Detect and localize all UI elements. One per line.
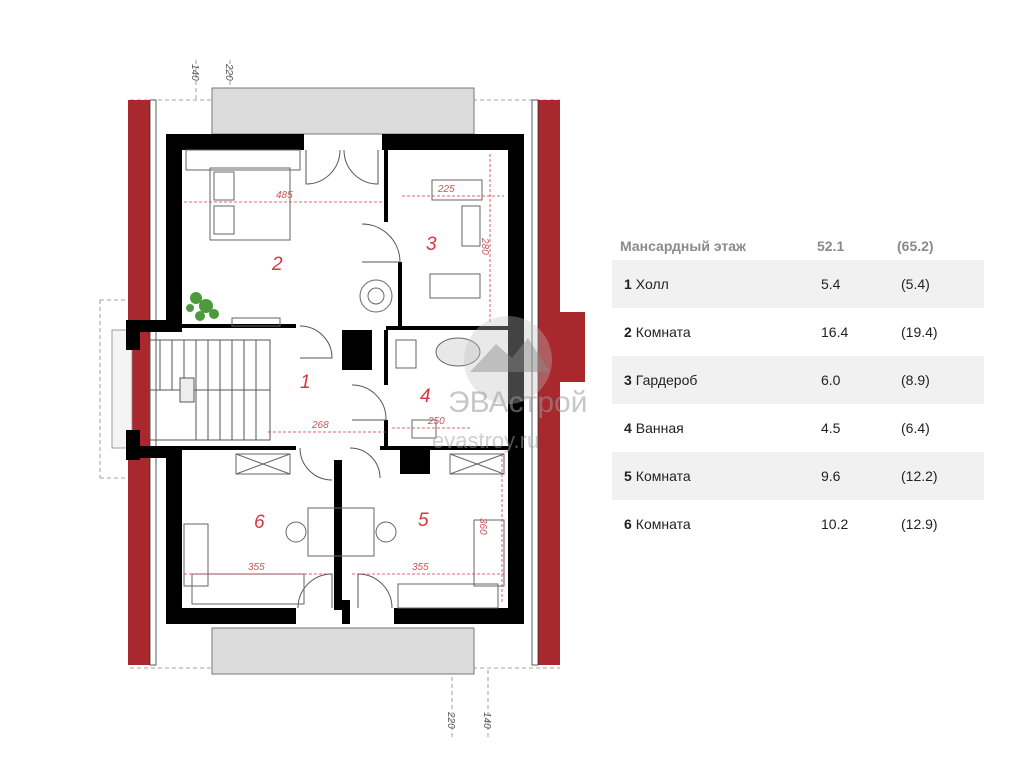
floor-plan: 140 220 220 140 485 225 280 268 250 355 … <box>99 60 587 740</box>
staircase <box>149 339 271 441</box>
room-area-gross: (5.4) <box>889 260 984 308</box>
room-area-gross: (19.4) <box>901 324 938 340</box>
stair-landing <box>111 329 133 449</box>
dim-room3-height: 280 <box>479 237 490 255</box>
room-num: 6 <box>624 516 632 532</box>
dim-room2-width: 485 <box>276 190 293 201</box>
dim-hall-width: 268 <box>311 420 329 431</box>
room-number-1: 1 <box>300 372 311 393</box>
room-area: 10.2 <box>821 516 849 532</box>
furniture <box>183 149 505 609</box>
roof-right-dormer <box>555 312 585 382</box>
dim-top-220: 220 <box>223 63 234 81</box>
watermark: ЭВАстрой evastroy.ru <box>432 316 587 453</box>
room-number-6: 6 <box>254 512 265 533</box>
room-name: Холл <box>635 276 669 292</box>
roof-right <box>538 100 560 665</box>
room-name: Комната <box>635 468 691 484</box>
watermark-brand: ЭВАстрой <box>448 386 587 419</box>
room-name: Комната <box>635 516 691 532</box>
room-number-3: 3 <box>426 234 437 255</box>
room-number-4: 4 <box>420 386 431 407</box>
room-num: 1 <box>624 276 632 292</box>
watermark-site: evastroy.ru <box>432 428 539 453</box>
roof-left <box>128 100 150 665</box>
room-area: 5.4 <box>809 260 889 308</box>
room-num: 2 <box>624 324 632 340</box>
room-area: 4.5 <box>821 420 841 436</box>
dim-top-140: 140 <box>189 64 200 81</box>
guide-lines <box>99 60 560 740</box>
walls <box>126 134 524 624</box>
plant-icon <box>186 292 219 321</box>
room-area: 6.0 <box>809 356 889 404</box>
dim-room3-width: 225 <box>437 184 455 195</box>
dim-bottom-140: 140 <box>481 712 492 729</box>
dim-room5-width: 355 <box>412 562 429 573</box>
room-number-5: 5 <box>418 510 429 531</box>
dim-bath-width: 250 <box>427 416 445 427</box>
legend-title: Мансардный этаж <box>620 238 746 254</box>
balcony-bottom <box>211 627 475 675</box>
room-number-2: 2 <box>271 254 283 275</box>
room-area: 9.6 <box>809 452 889 500</box>
dimension-lines <box>184 154 504 604</box>
room-area: 16.4 <box>821 324 849 340</box>
dim-room6-width: 355 <box>248 562 265 573</box>
room-num: 3 <box>624 372 632 388</box>
legend-total-area-gross: (65.2) <box>897 238 934 254</box>
room-name: Ванная <box>635 420 684 436</box>
room-num: 5 <box>624 468 632 484</box>
dim-room5-height: 360 <box>477 518 488 535</box>
room-area-gross: (6.4) <box>901 420 930 436</box>
room-name: Гардероб <box>635 372 698 388</box>
room-area-gross: (12.9) <box>901 516 938 532</box>
room-area-gross: (8.9) <box>889 356 984 404</box>
floor-area <box>166 136 524 624</box>
legend-header: Мансардный этаж 52.1 (65.2) <box>612 232 984 260</box>
legend-total-area: 52.1 <box>817 238 845 254</box>
room-name: Комната <box>635 324 691 340</box>
dim-bottom-220: 220 <box>445 711 456 729</box>
watermark-logo-icon <box>464 316 552 404</box>
room-num: 4 <box>624 420 632 436</box>
balcony-top <box>211 87 475 135</box>
room-area-gross: (12.2) <box>889 452 984 500</box>
